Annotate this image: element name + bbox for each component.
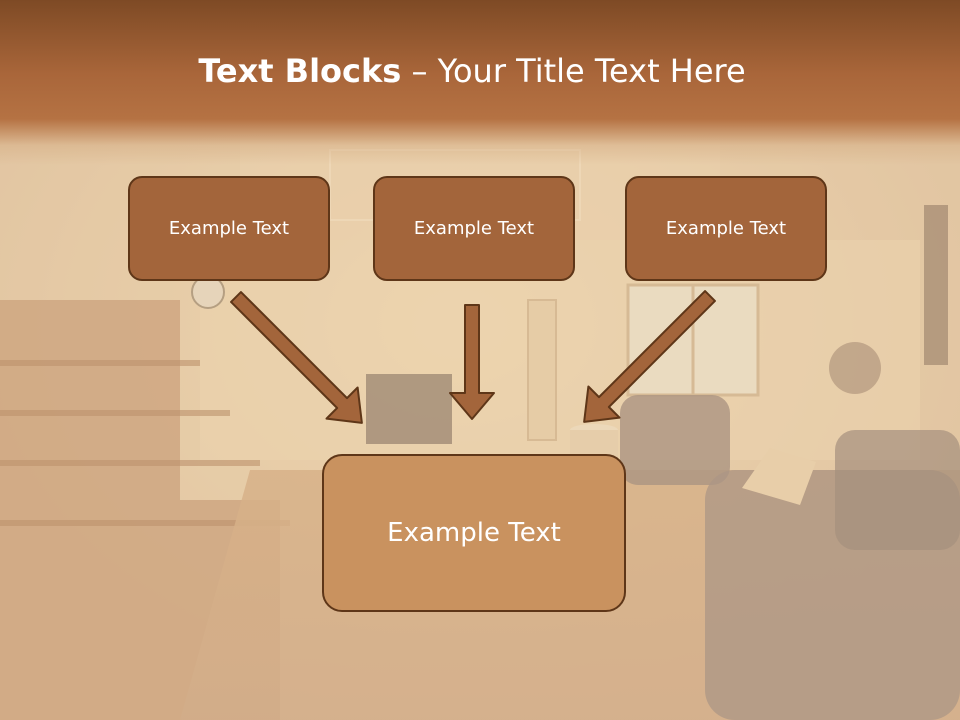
title-band xyxy=(0,0,960,165)
text-block-left[interactable]: Example Text xyxy=(128,176,330,281)
title-rest-text: Your Title Text Here xyxy=(437,52,746,90)
text-block-bottom-label: Example Text xyxy=(387,518,561,548)
title-dash: – xyxy=(401,52,438,90)
slide-title: Text Blocks – Your Title Text Here xyxy=(0,52,944,90)
text-block-right[interactable]: Example Text xyxy=(625,176,827,281)
title-bold-text: Text Blocks xyxy=(198,52,402,90)
arrow-down-left-icon xyxy=(583,290,716,423)
text-block-middle-label: Example Text xyxy=(413,218,535,239)
text-block-right-label: Example Text xyxy=(665,218,787,239)
text-block-middle[interactable]: Example Text xyxy=(373,176,575,281)
text-block-bottom[interactable]: Example Text xyxy=(322,454,626,612)
text-block-left-label: Example Text xyxy=(168,218,290,239)
arrow-down-icon xyxy=(449,304,495,420)
arrow-down-right-icon xyxy=(230,291,363,424)
